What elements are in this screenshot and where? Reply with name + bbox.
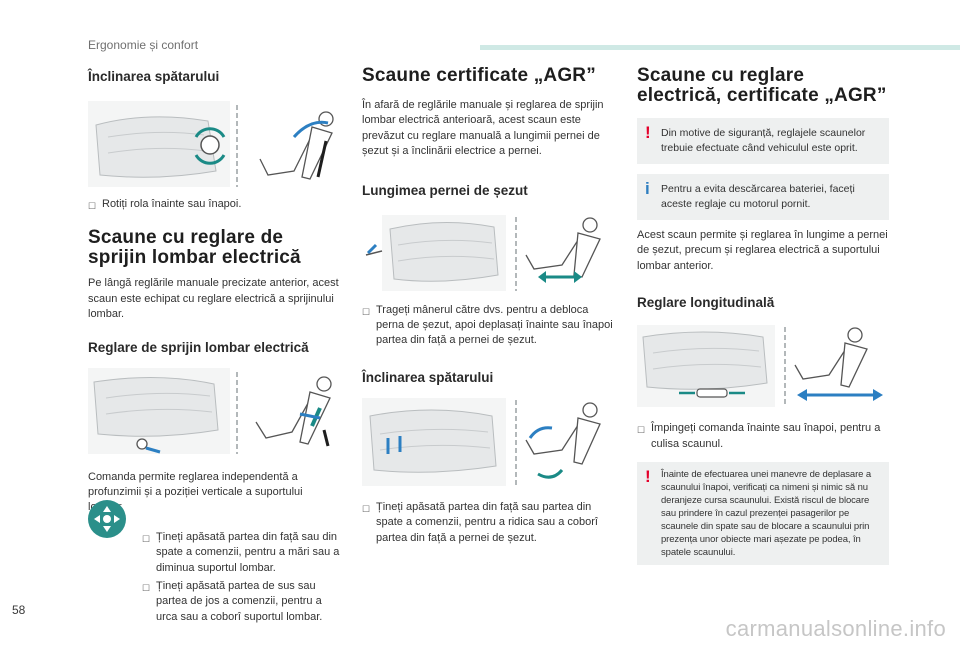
figure-backrest-tilt xyxy=(88,101,340,187)
column-middle: Scaune certificate „AGR” În afară de reg… xyxy=(362,65,618,546)
bullet-cushion-tilt: ☐ Țineți apăsată partea din față sau par… xyxy=(362,500,618,546)
lumbar-control-icon xyxy=(88,500,126,538)
heading-lumbar-adjust: Reglare de sprijin lombar electrică xyxy=(88,339,309,355)
bullet-slide-seat: ☐ Împingeți comanda înainte sau înapoi, … xyxy=(637,421,889,452)
figure-cushion-tilt xyxy=(362,397,618,486)
seat-illustration-cushion-length xyxy=(365,214,601,291)
exclamation-icon: ! xyxy=(645,467,651,487)
heading-longitudinal: Reglare longitudinală xyxy=(637,295,775,311)
bullet-lumbar-height: ☐ Țineți apăsată partea de sus sau parte… xyxy=(142,579,340,625)
watermark: carmanualsonline.info xyxy=(725,616,946,641)
checkbox-bullet-icon: ☐ xyxy=(88,201,97,211)
checkbox-bullet-icon: ☐ xyxy=(637,425,646,436)
para-electric-intro: Acest scaun permite și reglarea în lungi… xyxy=(637,229,888,272)
header-accent-bar xyxy=(480,45,960,50)
para-agr-intro: În afară de reglările manuale și reglare… xyxy=(362,99,604,158)
seat-illustration-cushion-tilt xyxy=(362,397,601,486)
heading-cushion-length: Lungimea pernei de șezut xyxy=(362,182,528,198)
warning-notice-rear-clearance: ! Înainte de efectuarea unei manevre de … xyxy=(637,462,889,566)
heading-lumbar-electric-seats: Scaune cu reglare de sprijin lombar elec… xyxy=(88,227,301,269)
heading-electric-agr-seats: Scaune cu reglare electrică, certificate… xyxy=(637,65,887,106)
heading-cushion-tilt: Înclinarea spătarului xyxy=(362,369,494,385)
checkbox-bullet-icon: ☐ xyxy=(142,533,151,544)
header-section-label: Ergonomie și confort xyxy=(88,38,199,52)
seat-illustration-longitudinal xyxy=(637,325,883,408)
warning-notice-stationary: ! Din motive de siguranță, reglajele sca… xyxy=(637,118,889,164)
checkbox-bullet-icon: ☐ xyxy=(142,583,151,594)
heading-agr-seats: Scaune certificate „AGR” xyxy=(362,65,596,86)
seat-illustration-backrest xyxy=(88,101,334,187)
bullet-rotate-wheel: ☐ Rotiți rola înainte sau înapoi. xyxy=(88,197,340,214)
lumbar-bullets: ☐ Țineți apăsată partea din față sau din… xyxy=(88,530,340,625)
figure-lumbar xyxy=(88,367,340,454)
figure-cushion-length xyxy=(362,214,618,291)
checkbox-bullet-icon: ☐ xyxy=(362,503,371,514)
column-right: Scaune cu reglare electrică, certificate… xyxy=(637,65,889,566)
column-left: Înclinarea spătarului ☐ Rotiți rola înai… xyxy=(88,68,340,625)
checkbox-bullet-icon: ☐ xyxy=(362,306,371,317)
info-i-icon: i xyxy=(645,179,650,198)
figure-longitudinal xyxy=(637,325,889,408)
exclamation-icon: ! xyxy=(645,123,651,142)
page-number: 58 xyxy=(12,603,26,617)
bullet-lumbar-depth: ☐ Țineți apăsată partea din față sau din… xyxy=(142,530,340,576)
info-notice-engine: i Pentru a evita descărcarea bateriei, f… xyxy=(637,174,889,220)
heading-backrest-tilt: Înclinarea spătarului xyxy=(88,69,220,84)
seat-illustration-lumbar xyxy=(88,367,332,454)
para-lumbar-intro: Pe lângă reglările manuale precizate ant… xyxy=(88,277,339,321)
bullet-cushion-length: ☐ Trageți mânerul către dvs. pentru a de… xyxy=(362,303,618,349)
